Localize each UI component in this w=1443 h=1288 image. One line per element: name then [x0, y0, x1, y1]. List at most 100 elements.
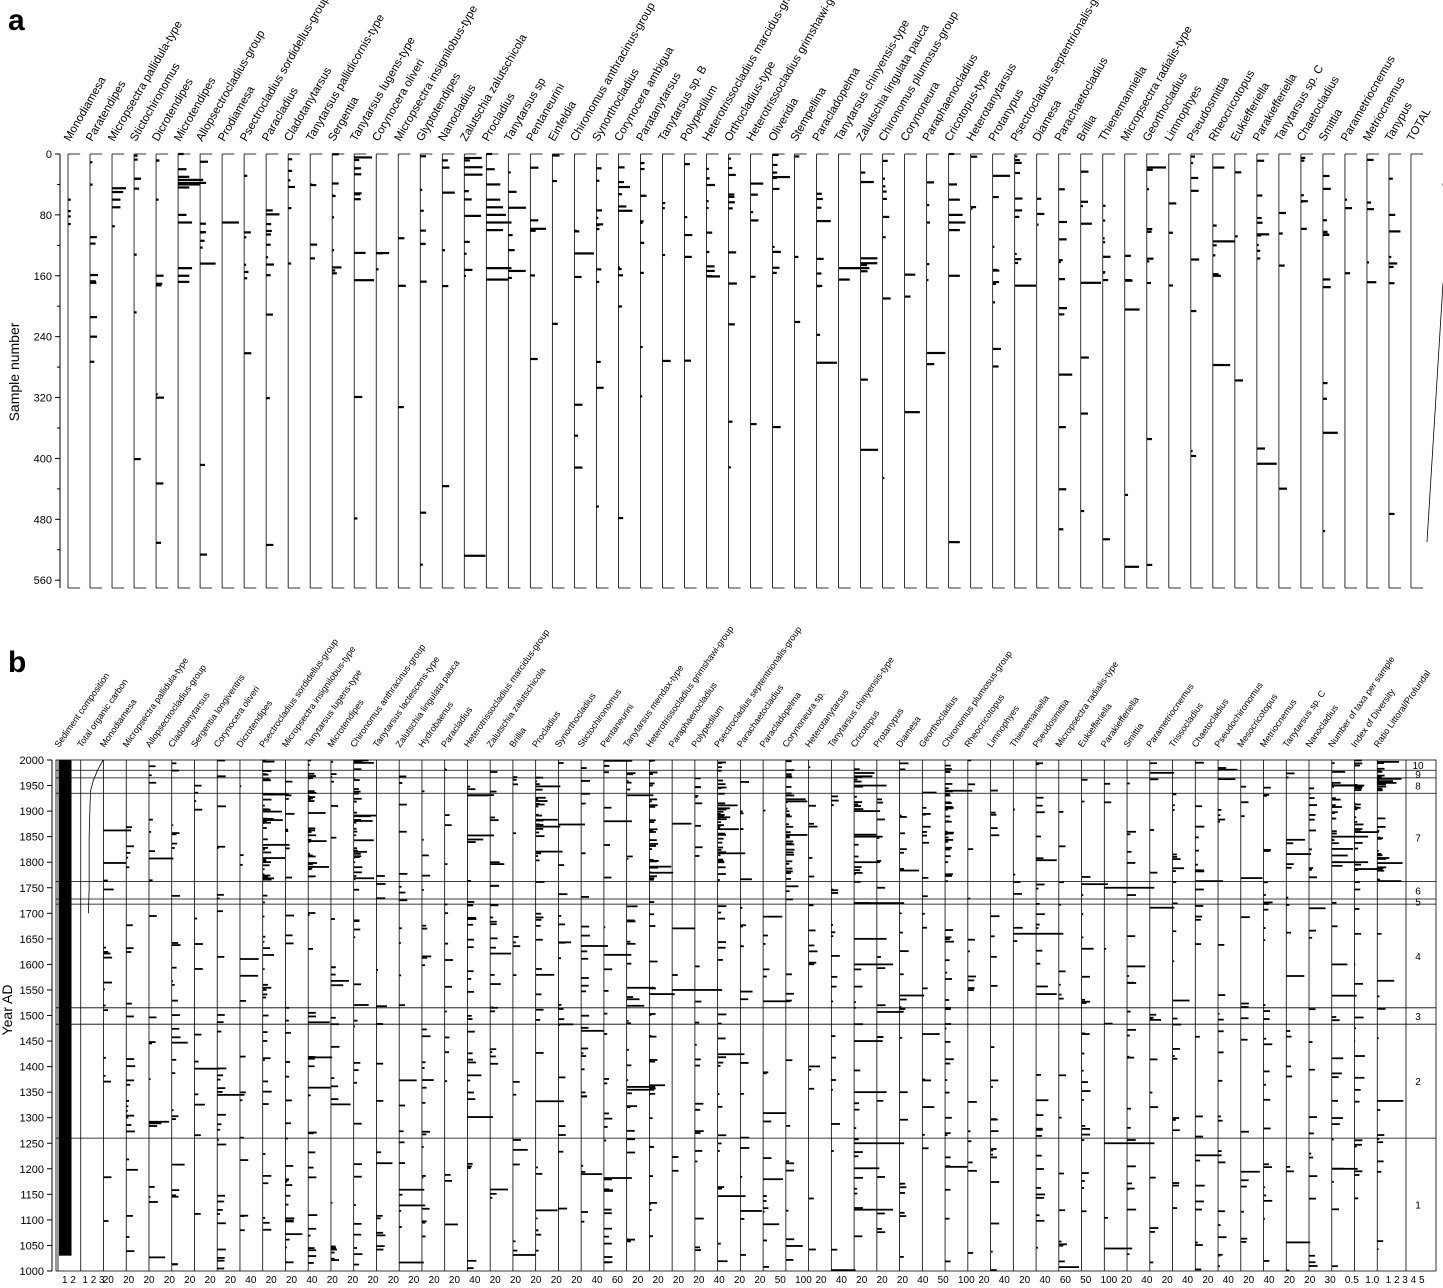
- panel-a-bar: [1102, 204, 1106, 207]
- panel-a-bar: [1102, 241, 1106, 244]
- panel-a-bar: [904, 411, 920, 414]
- panel-a-bar: [816, 333, 821, 336]
- panel-a-bar: [1366, 281, 1377, 284]
- panel-a-bar: [134, 154, 138, 157]
- panel-b-x-tick-label: 20: [388, 1275, 400, 1286]
- panel-a-bar: [926, 204, 930, 207]
- panel-b-bar: [649, 925, 656, 927]
- panel-b-bar: [1104, 782, 1111, 785]
- panel-b-bar: [535, 814, 543, 817]
- panel-b-bar: [1377, 817, 1386, 820]
- panel-b-bar: [740, 878, 752, 881]
- panel-b-bar: [922, 876, 929, 879]
- panel-b-bar: [512, 945, 521, 948]
- panel-b-bar: [535, 1100, 564, 1103]
- panel-b-bar: [103, 981, 113, 984]
- panel-b-bar: [126, 1105, 129, 1108]
- panel-b-x-tick-label: 20: [123, 1275, 135, 1286]
- panel-a-bar: [1036, 197, 1042, 200]
- panel-b-bar: [1263, 1098, 1271, 1101]
- panel-b-bar: [967, 938, 975, 941]
- panel-b-bar: [376, 1099, 384, 1102]
- panel-b-bar: [1149, 829, 1155, 831]
- panel-b-bar: [353, 1025, 356, 1028]
- panel-b-bar: [421, 1028, 427, 1031]
- panel-b-bar: [945, 815, 951, 818]
- panel-b-bar: [740, 924, 747, 927]
- panel-b-bar: [285, 1220, 294, 1223]
- panel-b-bar: [603, 1242, 612, 1245]
- panel-b-bar: [740, 812, 744, 815]
- panel-a-bar: [420, 563, 423, 566]
- panel-b-bar: [308, 772, 315, 775]
- panel-a-bar: [1124, 254, 1131, 257]
- panel-b-bar: [535, 780, 538, 783]
- panel-b-bar: [581, 1068, 585, 1071]
- panel-b-bar: [899, 851, 904, 854]
- panel-b-bar: [126, 1065, 136, 1068]
- panel-b-bar: [1036, 1128, 1043, 1131]
- panel-b-bar: [1013, 873, 1016, 876]
- panel-b-bar: [1377, 1141, 1384, 1144]
- panel-b-bar: [285, 798, 289, 800]
- panel-b-bar: [490, 916, 494, 919]
- panel-b-bar: [1331, 770, 1346, 773]
- panel-b-bar: [854, 780, 862, 783]
- panel-a-bar: [640, 221, 643, 224]
- panel-b-y-tick-label: 1250: [20, 1138, 44, 1150]
- panel-a-bar: [1278, 211, 1287, 215]
- panel-b-bar: [1195, 880, 1224, 883]
- panel-b-bar: [626, 1238, 629, 1241]
- panel-b-bar: [308, 834, 317, 837]
- panel-b-bar: [126, 1168, 138, 1171]
- panel-b-bar: [1354, 764, 1360, 767]
- panel-a-bar: [1212, 244, 1217, 247]
- panel-a-bar: [464, 240, 470, 243]
- panel-b-bar: [1331, 963, 1348, 966]
- panel-b-bar: [626, 920, 636, 923]
- panel-a-bar: [728, 195, 735, 198]
- panel-b-bar: [990, 1079, 999, 1082]
- panel-a-bar: [178, 267, 193, 270]
- panel-b-bar: [285, 830, 289, 833]
- panel-b-bar: [512, 1249, 518, 1252]
- panel-b-bar: [1354, 1197, 1359, 1200]
- panel-b-bar: [535, 916, 544, 919]
- panel-a-bar: [1322, 529, 1326, 533]
- panel-b-bar: [717, 821, 721, 824]
- panel-b-bar: [467, 990, 475, 993]
- panel-b-bar: [649, 843, 658, 845]
- panel-b-bar: [740, 925, 743, 928]
- panel-b-bar: [694, 1108, 698, 1111]
- panel-b-bar: [1036, 1246, 1039, 1249]
- panel-a-bar: [1190, 309, 1197, 313]
- panel-b-bar: [285, 1261, 294, 1264]
- panel-b-bar: [854, 775, 873, 778]
- panel-b-bar: [1036, 962, 1041, 965]
- panel-b-bar: [876, 1099, 884, 1102]
- panel-b-bar: [854, 803, 859, 806]
- panel-b-bar: [308, 1247, 315, 1249]
- panel-b-bar: [353, 850, 367, 853]
- panel-a-bar: [354, 156, 373, 159]
- panel-b-bar: [490, 1196, 493, 1199]
- panel-b-bar: [854, 1142, 905, 1145]
- panel-b-bar: [330, 780, 334, 783]
- panel-a-bar: [178, 178, 204, 181]
- panel-a-bar: [310, 243, 318, 246]
- panel-b-bar: [990, 1085, 993, 1088]
- panel-b-bar: [740, 906, 743, 909]
- panel-b-bar: [694, 846, 703, 849]
- panel-b-bar: [1081, 1139, 1085, 1141]
- panel-b-bar: [353, 834, 357, 837]
- panel-a-bar: [376, 268, 379, 271]
- panel-a-bar: [728, 173, 736, 177]
- panel-b-bar: [581, 852, 586, 855]
- panel-b-bar: [308, 1227, 317, 1230]
- panel-a-bar: [882, 190, 887, 193]
- panel-b-bar: [831, 1000, 834, 1003]
- panel-b-bar: [945, 787, 949, 790]
- panel-b-bar: [1354, 1027, 1357, 1030]
- panel-b-bar: [535, 818, 558, 821]
